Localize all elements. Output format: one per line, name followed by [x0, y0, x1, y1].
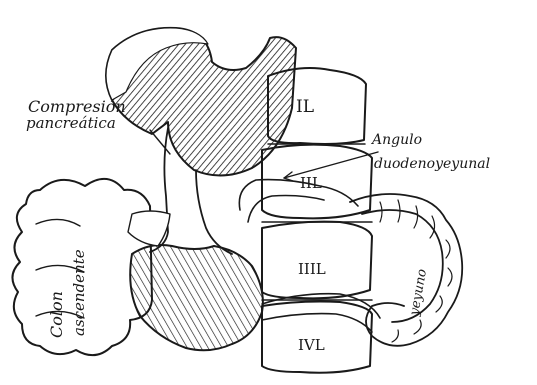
colon-label-line2: ascendente — [70, 249, 88, 336]
vertebra-1-label: IL — [296, 97, 314, 117]
angulo-label-line1: Angulo — [370, 132, 422, 148]
vertebra-4-label: IVL — [298, 336, 325, 354]
vertebra-3-label: IIIL — [298, 260, 326, 278]
yeyuno-label: yeyuno — [407, 268, 430, 318]
vertebra-2-label: IIL — [300, 174, 322, 192]
angulo-label-line2: duodenoyeyunal — [374, 156, 490, 172]
colon-label-line1: Colon — [47, 291, 66, 338]
compresion-label-line2: pancreática — [26, 114, 116, 132]
pancreas-head — [130, 245, 263, 350]
